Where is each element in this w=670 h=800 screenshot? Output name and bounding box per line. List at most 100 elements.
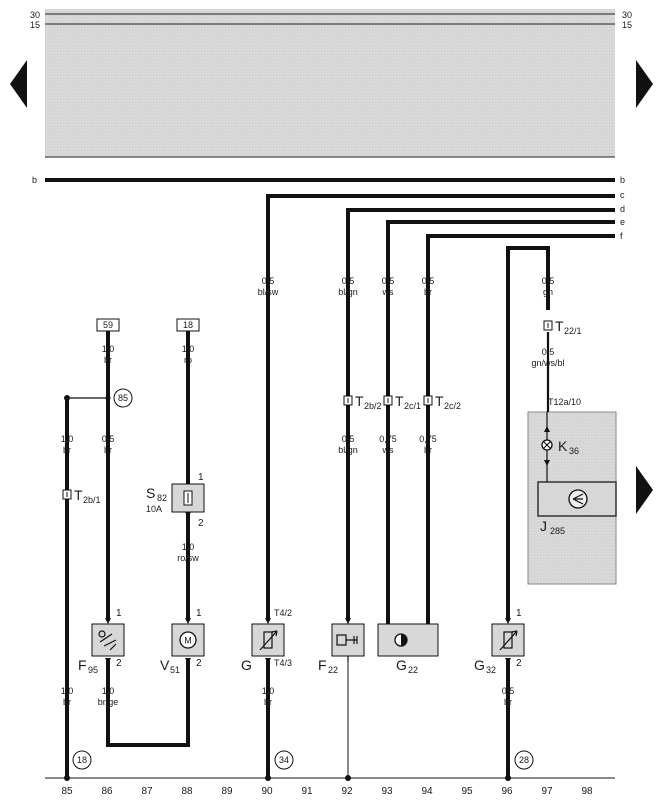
wire-color: ws [382, 445, 394, 455]
wire-labels: 0,5 bl/sw 0,5 bl/gn 0,5 ws 0,5 br 0,5 gn… [61, 276, 565, 707]
g32-main: G [474, 657, 485, 673]
wiring [45, 330, 615, 779]
track-number: 96 [501, 786, 513, 797]
reference-85-label: 85 [118, 393, 128, 403]
rail-15-label-right: 15 [622, 20, 632, 30]
track-number: 95 [461, 786, 473, 797]
track-number: 88 [181, 786, 193, 797]
previous-page-arrow-icon[interactable] [10, 60, 27, 108]
wire-spec: 1,0 [182, 344, 195, 354]
k36-main-label: K [558, 438, 568, 454]
pin-arrows [105, 512, 511, 664]
connector-symbols [62, 320, 553, 500]
wire-color: bl/gn [338, 287, 358, 297]
wire-color: ws [382, 287, 394, 297]
pin-1: 1 [516, 608, 522, 619]
wire-spec: 0,5 [102, 434, 115, 444]
wire-spec: 0,5 [382, 276, 395, 286]
pin-1: 1 [198, 472, 204, 483]
wire-color: br [424, 445, 432, 455]
j285-main-label: J [540, 518, 547, 534]
rail-30-label-right: 30 [622, 10, 632, 20]
wire-color: br [504, 697, 512, 707]
s82-main: S [146, 485, 155, 501]
f22-sub: 22 [328, 665, 338, 675]
wire-color: br [63, 697, 71, 707]
component-boxes [91, 623, 525, 657]
wire-spec: 0,5 [262, 276, 275, 286]
wire-spec: 1,0 [262, 686, 275, 696]
v51-main: V [160, 657, 170, 673]
t2c2-sub: 2c/2 [444, 401, 461, 411]
wire-color: ro [184, 355, 192, 365]
pressure-switch-icon [336, 634, 358, 646]
junction-dots [64, 395, 511, 781]
g22-sub: 22 [408, 665, 418, 675]
svg-text:M: M [184, 636, 192, 646]
speedometer-icon [572, 493, 584, 505]
wire-color: br [104, 355, 112, 365]
wire-spec: 0,5 [422, 276, 435, 286]
wire-color: br [63, 445, 71, 455]
next-page-arrow-icon[interactable] [636, 60, 653, 108]
pin-2: 2 [516, 658, 522, 669]
bus-c-label: c [620, 190, 625, 200]
wire-spec: 0,5 [542, 347, 555, 357]
rail-30-label-left: 30 [30, 10, 40, 20]
wire-spec: 0,75 [379, 434, 397, 444]
track-number: 93 [381, 786, 393, 797]
terminal-18-label: 18 [183, 320, 193, 330]
t2b2-main: T [355, 393, 364, 409]
wire-color: br [264, 697, 272, 707]
wire-spec: 0,75 [419, 434, 437, 444]
track-number: 89 [221, 786, 233, 797]
bus-b-label: b [620, 175, 625, 185]
t2c1-main: T [395, 393, 404, 409]
g22-main: G [396, 657, 407, 673]
track-number: 91 [301, 786, 313, 797]
wire-spec: 1,0 [182, 542, 195, 552]
wire-color: br [104, 445, 112, 455]
track-number: 86 [101, 786, 113, 797]
bus-f-label: f [620, 231, 623, 241]
wire-spec: 0,5 [342, 434, 355, 444]
reference-34-label: 34 [279, 755, 289, 765]
t2b1-main: T [74, 487, 83, 503]
motor-icon: M [179, 631, 197, 649]
pin-1: 1 [196, 608, 202, 619]
wire-color: bl/sw [258, 287, 279, 297]
continue-right-arrow-icon[interactable] [636, 466, 653, 514]
k36-sub-label: 36 [569, 446, 579, 456]
pin-2: 2 [198, 518, 204, 529]
t221-sub: 22/1 [564, 326, 582, 336]
wire-color: br [424, 287, 432, 297]
connector-t12a-label: T12a/10 [548, 397, 581, 407]
t2c2-main: T [435, 393, 444, 409]
bus-lines [45, 178, 615, 618]
track-number: 87 [141, 786, 153, 797]
t2c1-sub: 2c/1 [404, 401, 421, 411]
wire-color: br/ge [98, 697, 119, 707]
track-number: 92 [341, 786, 353, 797]
reference-18-label: 18 [77, 755, 87, 765]
g32-sub: 32 [486, 665, 496, 675]
reference-circle-34 [274, 750, 294, 770]
wire-spec: 1,0 [102, 344, 115, 354]
pin-1: 1 [116, 608, 122, 619]
track-number: 97 [541, 786, 553, 797]
t2b1-sub: 2b/1 [83, 495, 101, 505]
pin-2: 2 [116, 658, 122, 669]
wire-spec: 0,5 [342, 276, 355, 286]
track-number: 98 [581, 786, 593, 797]
pin-2: 2 [196, 658, 202, 669]
wire-color: ro/sw [177, 553, 199, 563]
wire-spec: 1,0 [61, 434, 74, 444]
f22-main: F [318, 657, 327, 673]
f95-sub: 95 [88, 665, 98, 675]
f95-main: F [78, 657, 87, 673]
wire-spec: 0,5 [542, 276, 555, 286]
terminal-59-box [96, 318, 120, 332]
wire-color: gn [543, 287, 553, 297]
g-main: G [241, 657, 252, 673]
